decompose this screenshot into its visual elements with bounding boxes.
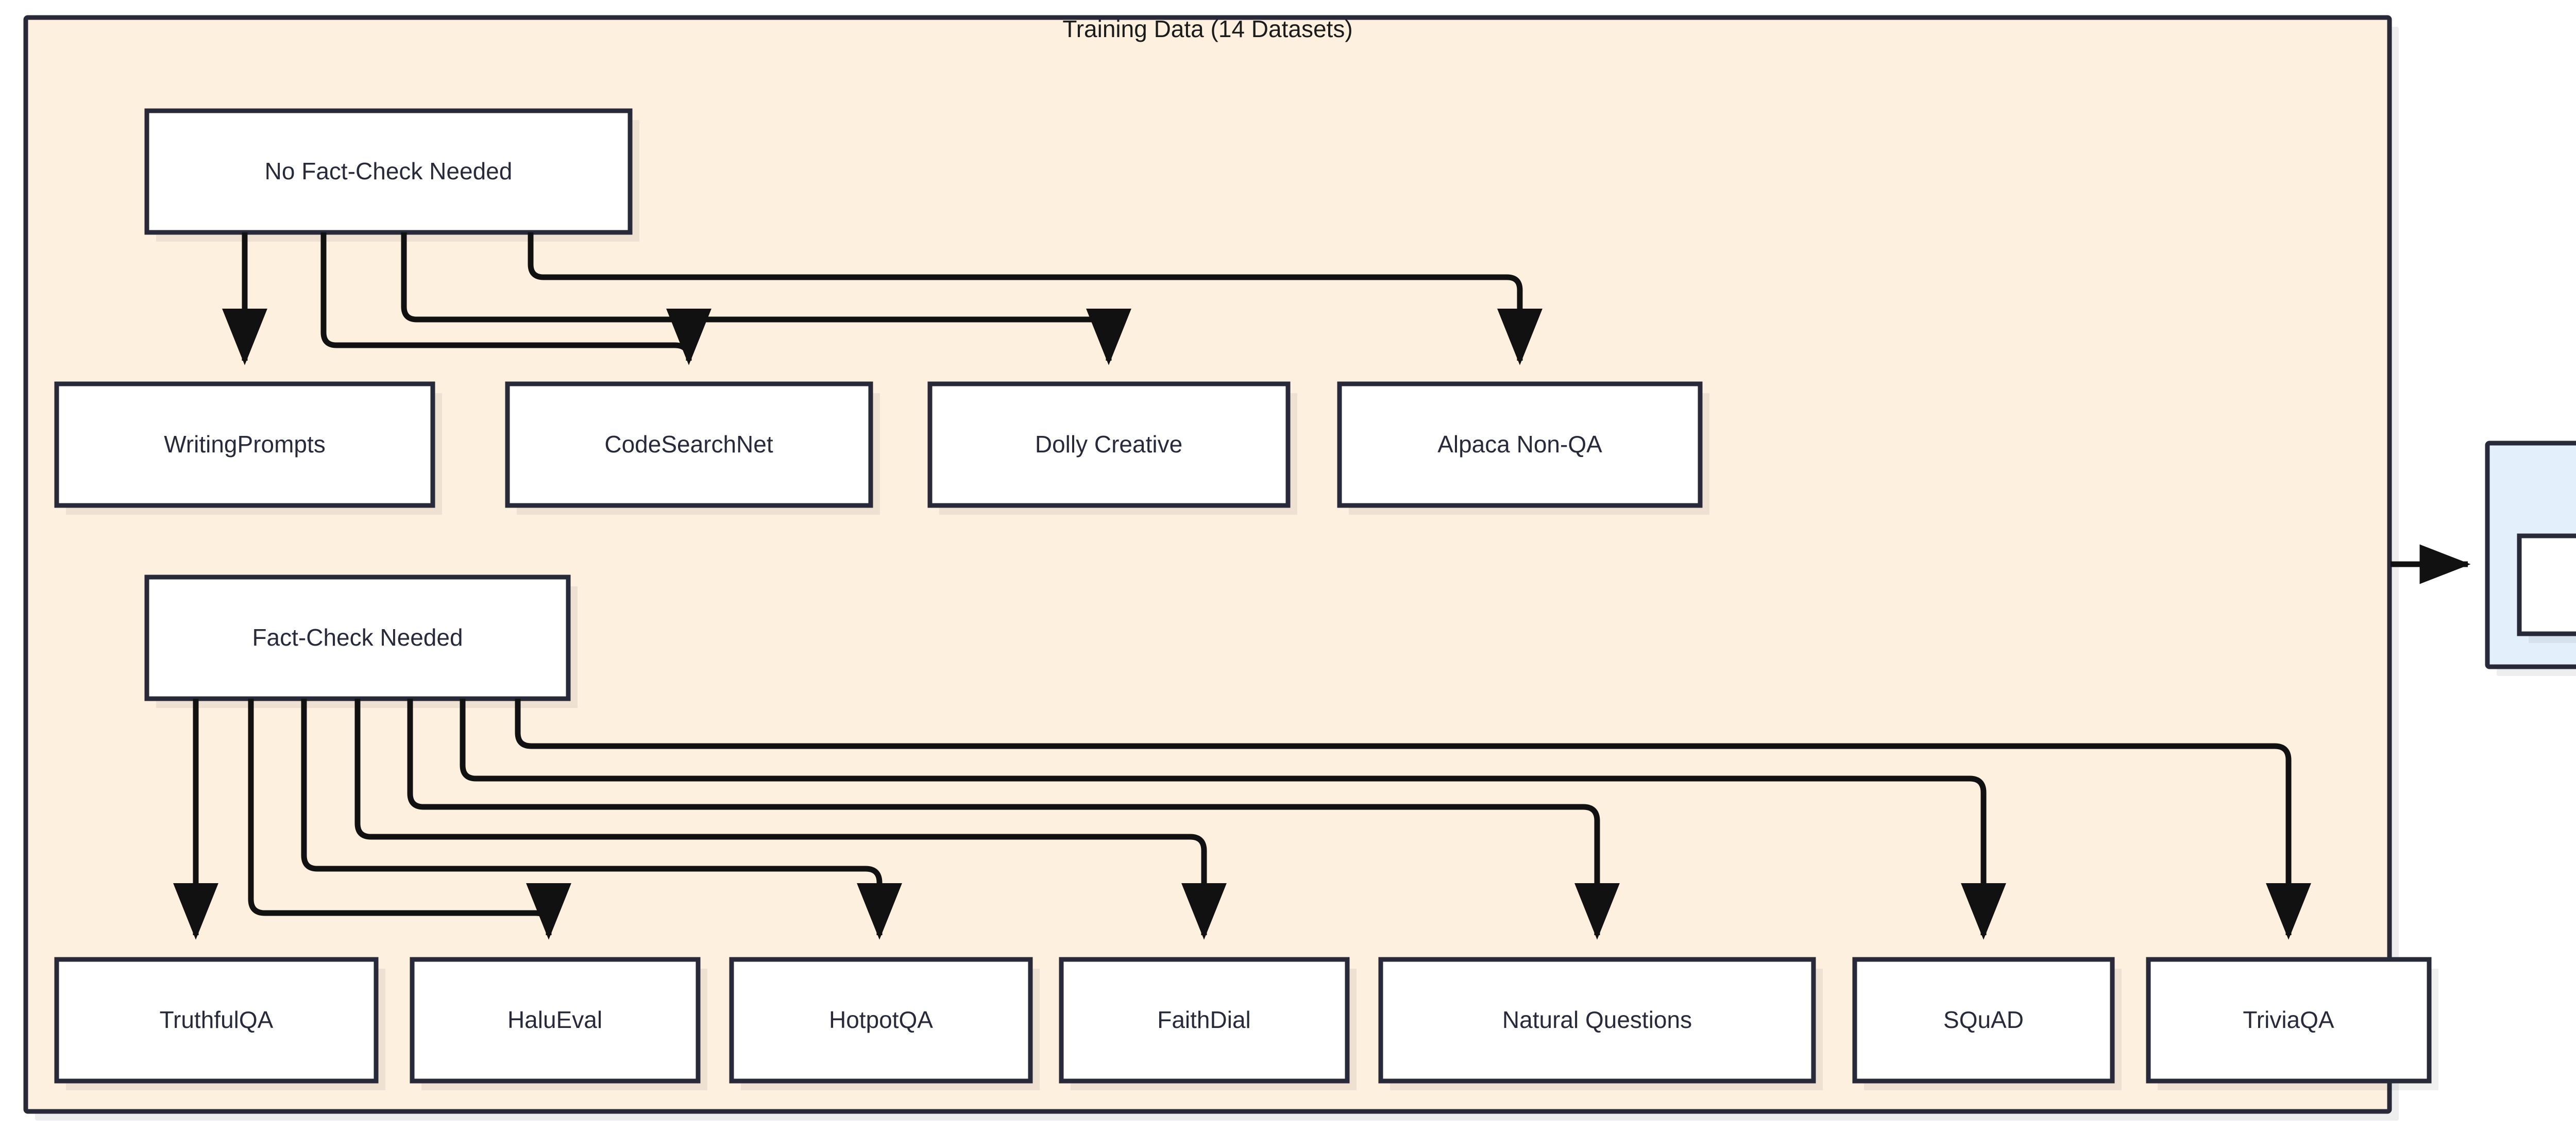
node-faithdial[interactable]: FaithDial (1059, 957, 1357, 1090)
node-natural-questions-label: Natural Questions (1502, 1006, 1692, 1033)
node-writingprompts-rect[interactable] (54, 381, 435, 508)
node-dolly-creative-label: Dolly Creative (1035, 431, 1182, 458)
node-dolly-creative[interactable]: Dolly Creative (927, 381, 1297, 515)
node-triviaqa-label: TriviaQA (2243, 1006, 2334, 1033)
edge-fc-faithdial (354, 699, 1227, 940)
edge-fc-squad (460, 699, 2006, 940)
edge-fc-halueval (248, 699, 571, 940)
node-hotpotqa-label: HotpotQA (829, 1006, 933, 1033)
edge-fc-hotpotqa (301, 699, 902, 940)
node-halueval-label: HaluEval (507, 1006, 602, 1033)
node-fact-check-label: Fact-Check Needed (252, 624, 463, 651)
node-alpaca-non-qa-label: Alpaca Non-QA (1437, 431, 1602, 458)
node-alpaca-non-qa[interactable]: Alpaca Non-QA (1337, 381, 1709, 515)
node-fact-check-needed[interactable]: Fact-Check Needed (144, 575, 578, 708)
cluster-training-label: Training Data (14 Datasets) (1062, 15, 1352, 42)
node-dolly-creative-rect[interactable] (927, 381, 1291, 508)
node-modernbert-base[interactable]: ModernBERT Base (2517, 533, 2576, 643)
node-faithdial-rect[interactable] (1059, 957, 1350, 1084)
node-no-fact-check-needed[interactable]: No Fact-Check Needed (144, 108, 639, 242)
node-modernbert-rect[interactable] (2517, 533, 2576, 636)
node-hotpotqa[interactable]: HotpotQA (729, 957, 1040, 1090)
node-codesearchnet[interactable]: CodeSearchNet (505, 381, 880, 515)
node-triviaqa[interactable]: TriviaQA (2146, 957, 2438, 1090)
node-natural-questions[interactable]: Natural Questions (1378, 957, 1823, 1090)
node-squad[interactable]: SQuAD (1852, 957, 2122, 1090)
node-writingprompts-label: WritingPrompts (164, 431, 326, 458)
edge-nofc-dollycreative (401, 232, 1131, 365)
edge-nofc-codesearchnet (320, 232, 711, 365)
node-natural-questions-rect[interactable] (1378, 957, 1816, 1084)
node-codesearchnet-label: CodeSearchNet (604, 431, 773, 458)
node-fact-check-rect[interactable] (144, 575, 571, 701)
cluster-training-data: Training Data (14 Datasets) (23, 15, 2399, 1121)
node-alpaca-non-qa-rect[interactable] (1337, 381, 1703, 508)
node-truthfulqa[interactable]: TruthfulQA (54, 957, 385, 1090)
node-truthfulqa-rect[interactable] (54, 957, 379, 1084)
node-squad-rect[interactable] (1852, 957, 2115, 1084)
node-hotpotqa-rect[interactable] (729, 957, 1033, 1084)
edge-nofc-alpacanonqa (528, 232, 1543, 365)
edge-fc-natural-questions (407, 699, 1620, 940)
node-squad-label: SQuAD (1943, 1006, 2024, 1033)
edge-fc-triviaqa (515, 699, 2311, 940)
node-halueval-rect[interactable] (410, 957, 701, 1084)
node-faithdial-label: FaithDial (1157, 1006, 1251, 1033)
node-no-fact-check-label: No Fact-Check Needed (265, 158, 513, 184)
node-no-fact-check-rect[interactable] (144, 108, 633, 235)
node-codesearchnet-rect[interactable] (505, 381, 873, 508)
node-triviaqa-rect[interactable] (2146, 957, 2432, 1084)
node-writingprompts[interactable]: WritingPrompts (54, 381, 442, 515)
node-halueval[interactable]: HaluEval (410, 957, 707, 1090)
node-truthfulqa-label: TruthfulQA (160, 1006, 274, 1033)
